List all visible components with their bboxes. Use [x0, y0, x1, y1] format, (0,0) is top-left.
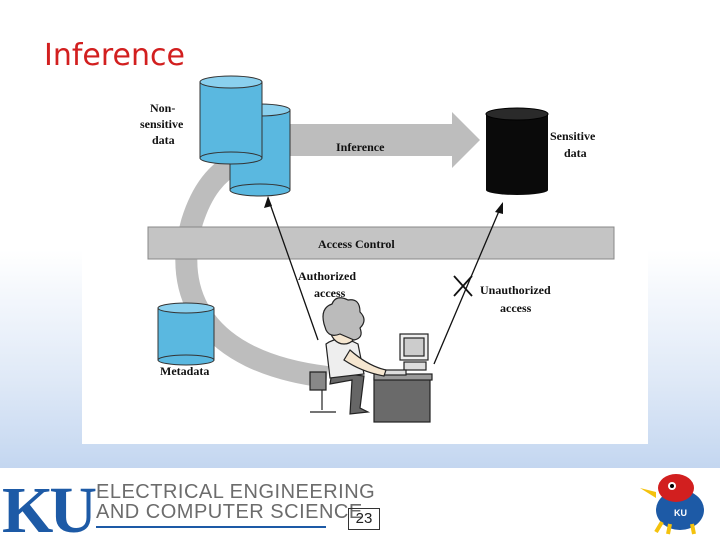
user-at-computer-icon [309, 297, 433, 423]
page-number: 23 [348, 508, 380, 530]
footer-bar [0, 468, 720, 540]
department-underline [96, 526, 326, 528]
unauthorized-arrowhead [495, 202, 503, 214]
jayhawk-mascot-icon: KU [640, 474, 704, 535]
unauthorized-arrow [433, 203, 503, 365]
authorized-label: Authorized access [298, 269, 359, 300]
nonsensitive-label: Non- sensitive data [140, 101, 186, 147]
authorized-arrowhead [264, 196, 272, 208]
authorized-arrow [267, 197, 319, 341]
department-name-line1: ELECTRICAL ENGINEERING [96, 481, 376, 503]
inference-arrow [288, 112, 480, 168]
ku-logo: KU [2, 474, 97, 547]
mascot-logo-text: KU [674, 508, 687, 518]
slide-title: Inference [44, 38, 185, 73]
sensitive-label: Sensitive data [550, 129, 598, 160]
blocked-x-icon [453, 275, 473, 297]
access-control-bar [147, 226, 615, 260]
access-control-label: Access Control [318, 237, 395, 251]
unauthorized-label: Unauthorized access [480, 283, 554, 315]
metadata-label: Metadata [160, 364, 209, 378]
sensitive-db [485, 107, 549, 195]
inference-diagram: Inference Non- sensitive data Sensitive … [140, 75, 615, 423]
nonsensitive-db-front [199, 75, 263, 165]
inference-label: Inference [336, 140, 385, 154]
department-name-line2: AND COMPUTER SCIENCE [96, 501, 363, 523]
metadata-db [157, 302, 215, 366]
